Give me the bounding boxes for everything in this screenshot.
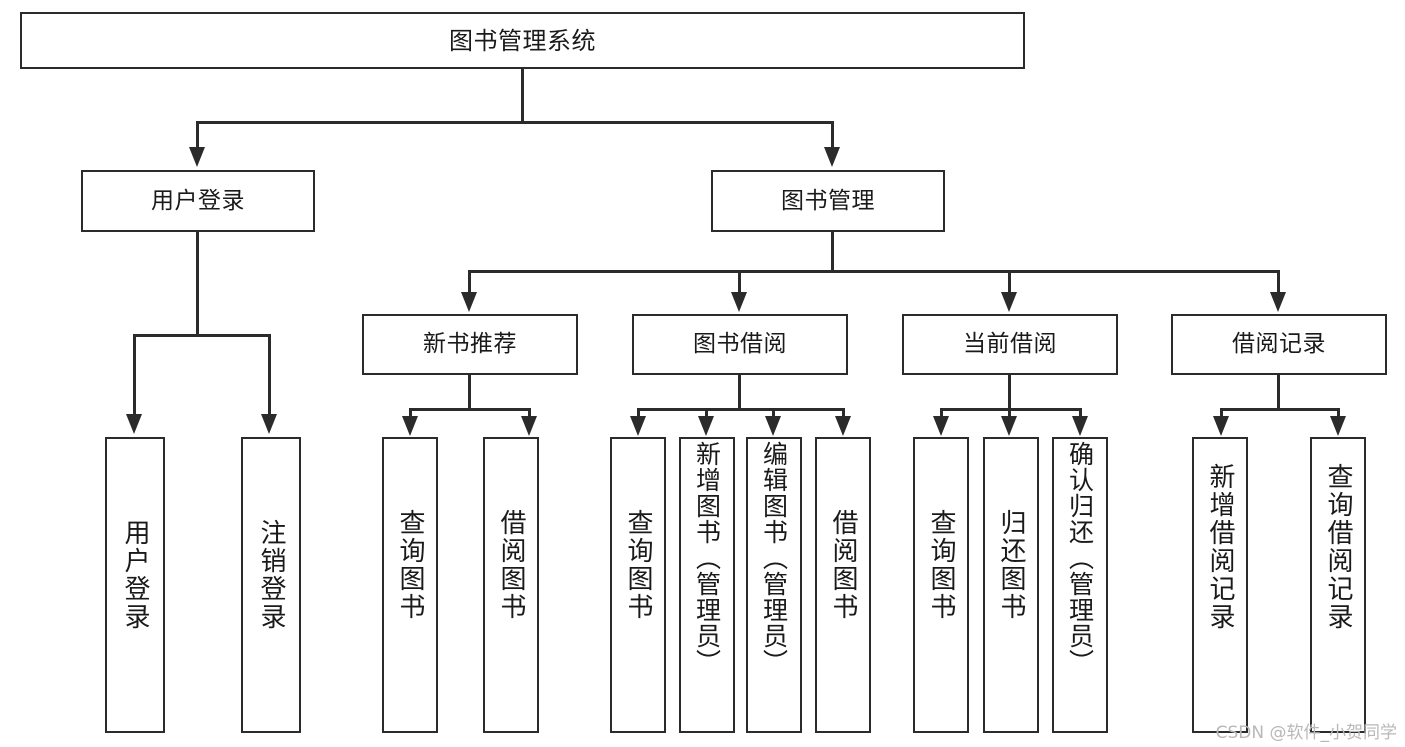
edge-new-book-recommend-bus — [409, 408, 531, 411]
leaf-return-book[interactable]: 归还图书 — [983, 437, 1039, 733]
node-label: 图书管理系统 — [449, 26, 596, 55]
arrowhead-leaf-query-book-1 — [402, 416, 418, 436]
edge-user-login-drop-1 — [133, 334, 136, 416]
edge-to-new-book-recommend — [468, 270, 471, 294]
leaf-query-book-current[interactable]: 查询图书 — [913, 437, 969, 733]
edge-br-drop-1 — [1220, 408, 1223, 422]
arrowhead-leaf-query-book-3 — [933, 416, 949, 436]
node-label: 新增图书（管理员） — [692, 441, 722, 675]
arrowhead-leaf-user-login — [126, 414, 142, 434]
edge-book-borrow-stem — [738, 375, 741, 410]
node-label: 借阅图书 — [496, 509, 526, 621]
node-label: 借阅记录 — [1232, 331, 1326, 357]
edge-user-login-stem — [196, 232, 199, 336]
edge-bb-drop-4 — [842, 408, 845, 422]
node-label: 归还图书 — [996, 509, 1026, 621]
arrowhead-leaf-query-record — [1330, 416, 1346, 436]
csdn-watermark: CSDN @软件_小贺同学 — [1215, 723, 1397, 743]
node-label: 编辑图书（管理员） — [759, 441, 789, 675]
edge-cb-drop-1 — [940, 408, 943, 422]
edge-bb-drop-2 — [705, 408, 708, 422]
node-label: 注销登录 — [256, 519, 286, 631]
node-label: 查询图书 — [395, 509, 425, 621]
node-label: 查询图书 — [623, 509, 653, 621]
edge-user-login-bus — [133, 334, 270, 337]
leaf-borrow-book-borrow[interactable]: 借阅图书 — [815, 437, 871, 733]
node-new-book-recommend[interactable]: 新书推荐 — [362, 314, 578, 375]
node-label: 用户登录 — [151, 187, 245, 214]
arrowhead-leaf-borrow-book-1 — [521, 416, 537, 436]
leaf-add-book-admin[interactable]: 新增图书（管理员） — [679, 437, 735, 733]
edge-borrow-record-stem — [1277, 375, 1280, 410]
edge-level2-bus — [196, 121, 834, 124]
arrowhead-book-management — [824, 147, 840, 167]
node-label: 借阅图书 — [828, 509, 858, 621]
leaf-confirm-return-admin[interactable]: 确认归还（管理员） — [1052, 437, 1108, 733]
edge-bb-drop-3 — [772, 408, 775, 422]
arrowhead-leaf-query-book-2 — [630, 416, 646, 436]
edge-new-book-recommend-stem — [468, 375, 471, 410]
arrowhead-leaf-confirm-return — [1072, 416, 1088, 436]
edge-level3-bus — [468, 270, 1280, 273]
arrowhead-leaf-edit-book — [765, 416, 781, 436]
edge-br-drop-2 — [1337, 408, 1340, 422]
arrowhead-current-borrow — [1001, 292, 1017, 312]
node-book-borrow[interactable]: 图书借阅 — [632, 314, 848, 375]
node-root-book-management-system[interactable]: 图书管理系统 — [20, 12, 1025, 69]
edge-bb-drop-1 — [637, 408, 640, 422]
node-label: 查询图书 — [926, 509, 956, 621]
edge-current-borrow-stem — [1008, 375, 1011, 410]
edge-borrow-record-bus — [1220, 408, 1340, 411]
node-label: 新增借阅记录 — [1205, 463, 1235, 631]
leaf-add-borrow-record[interactable]: 新增借阅记录 — [1192, 437, 1248, 733]
node-label: 新书推荐 — [423, 331, 517, 357]
leaf-query-borrow-record[interactable]: 查询借阅记录 — [1310, 437, 1366, 733]
leaf-query-book-borrow[interactable]: 查询图书 — [610, 437, 666, 733]
edge-nbr-drop-1 — [409, 408, 412, 422]
node-label: 当前借阅 — [963, 331, 1057, 357]
leaf-query-book-recommend[interactable]: 查询图书 — [382, 437, 438, 733]
node-label: 查询借阅记录 — [1323, 463, 1353, 631]
arrowhead-leaf-borrow-book-2 — [835, 416, 851, 436]
edge-to-user-login — [196, 121, 199, 149]
leaf-borrow-book-recommend[interactable]: 借阅图书 — [483, 437, 539, 733]
arrowhead-leaf-add-book — [698, 416, 714, 436]
edge-root-stem — [521, 69, 524, 123]
arrowhead-user-login — [189, 147, 205, 167]
edge-to-book-borrow — [738, 270, 741, 294]
node-book-management[interactable]: 图书管理 — [711, 170, 945, 232]
edge-cb-drop-3 — [1079, 408, 1082, 422]
edge-to-borrow-record — [1277, 270, 1280, 294]
arrowhead-new-book-recommend — [461, 292, 477, 312]
arrowhead-leaf-logout — [261, 414, 277, 434]
node-user-login[interactable]: 用户登录 — [81, 170, 315, 232]
edge-to-book-management — [831, 121, 834, 149]
edge-cb-drop-2 — [1008, 408, 1011, 422]
node-label: 确认归还（管理员） — [1065, 441, 1095, 675]
edge-user-login-drop-2 — [268, 334, 271, 416]
node-label: 图书借阅 — [693, 331, 787, 357]
edge-to-current-borrow — [1008, 270, 1011, 294]
arrowhead-book-borrow — [731, 292, 747, 312]
edge-book-management-stem — [831, 232, 834, 272]
node-current-borrow[interactable]: 当前借阅 — [902, 314, 1118, 375]
leaf-user-login[interactable]: 用户登录 — [105, 437, 165, 733]
node-label: 图书管理 — [781, 187, 875, 214]
leaf-edit-book-admin[interactable]: 编辑图书（管理员） — [746, 437, 802, 733]
arrowhead-leaf-add-record — [1213, 416, 1229, 436]
edge-book-borrow-bus — [637, 408, 845, 411]
arrowhead-borrow-record — [1270, 292, 1286, 312]
arrowhead-leaf-return-book — [1001, 416, 1017, 436]
node-label: 用户登录 — [120, 519, 150, 631]
leaf-logout[interactable]: 注销登录 — [241, 437, 301, 733]
edge-nbr-drop-2 — [528, 408, 531, 422]
node-borrow-record[interactable]: 借阅记录 — [1171, 314, 1387, 375]
edge-current-borrow-bus — [940, 408, 1082, 411]
